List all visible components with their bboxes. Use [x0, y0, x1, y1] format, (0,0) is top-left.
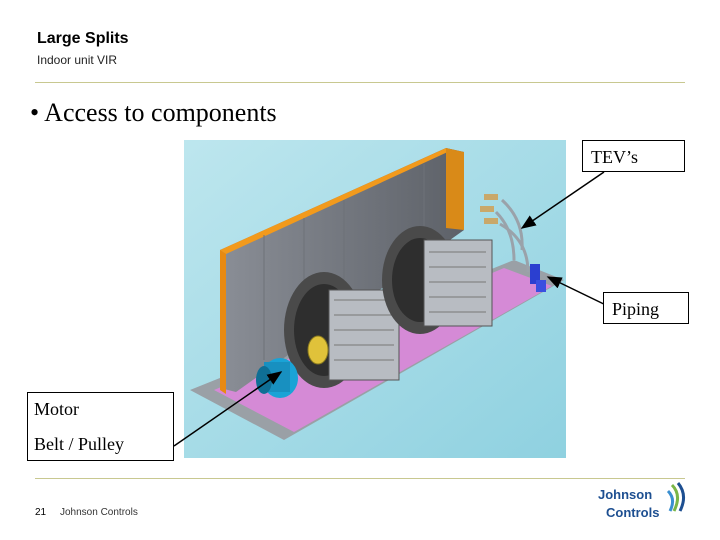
- callout-piping: Piping: [603, 292, 689, 324]
- slide-subtitle: Indoor unit VIR: [37, 53, 118, 67]
- logo-mark-icon: Johnson Controls: [598, 482, 685, 520]
- footer-company: Johnson Controls: [60, 507, 138, 518]
- page-number: 21: [35, 507, 47, 518]
- callout-motor-belt: Motor Belt / Pulley: [27, 392, 174, 461]
- svg-text:Johnson: Johnson: [598, 487, 652, 502]
- svg-text:Controls: Controls: [606, 505, 659, 520]
- johnson-controls-logo: Johnson Controls: [598, 481, 688, 523]
- slide-title: Large Splits: [37, 30, 129, 47]
- indoor-unit-illustration: [184, 140, 566, 458]
- callout-tev: TEV’s: [582, 140, 685, 172]
- bullet-access-components: • Access to components: [30, 98, 277, 127]
- footer-divider: [35, 478, 685, 479]
- header-divider: [35, 82, 685, 83]
- callout-motor: Motor: [34, 399, 79, 419]
- callout-belt-pulley: Belt / Pulley: [34, 434, 124, 454]
